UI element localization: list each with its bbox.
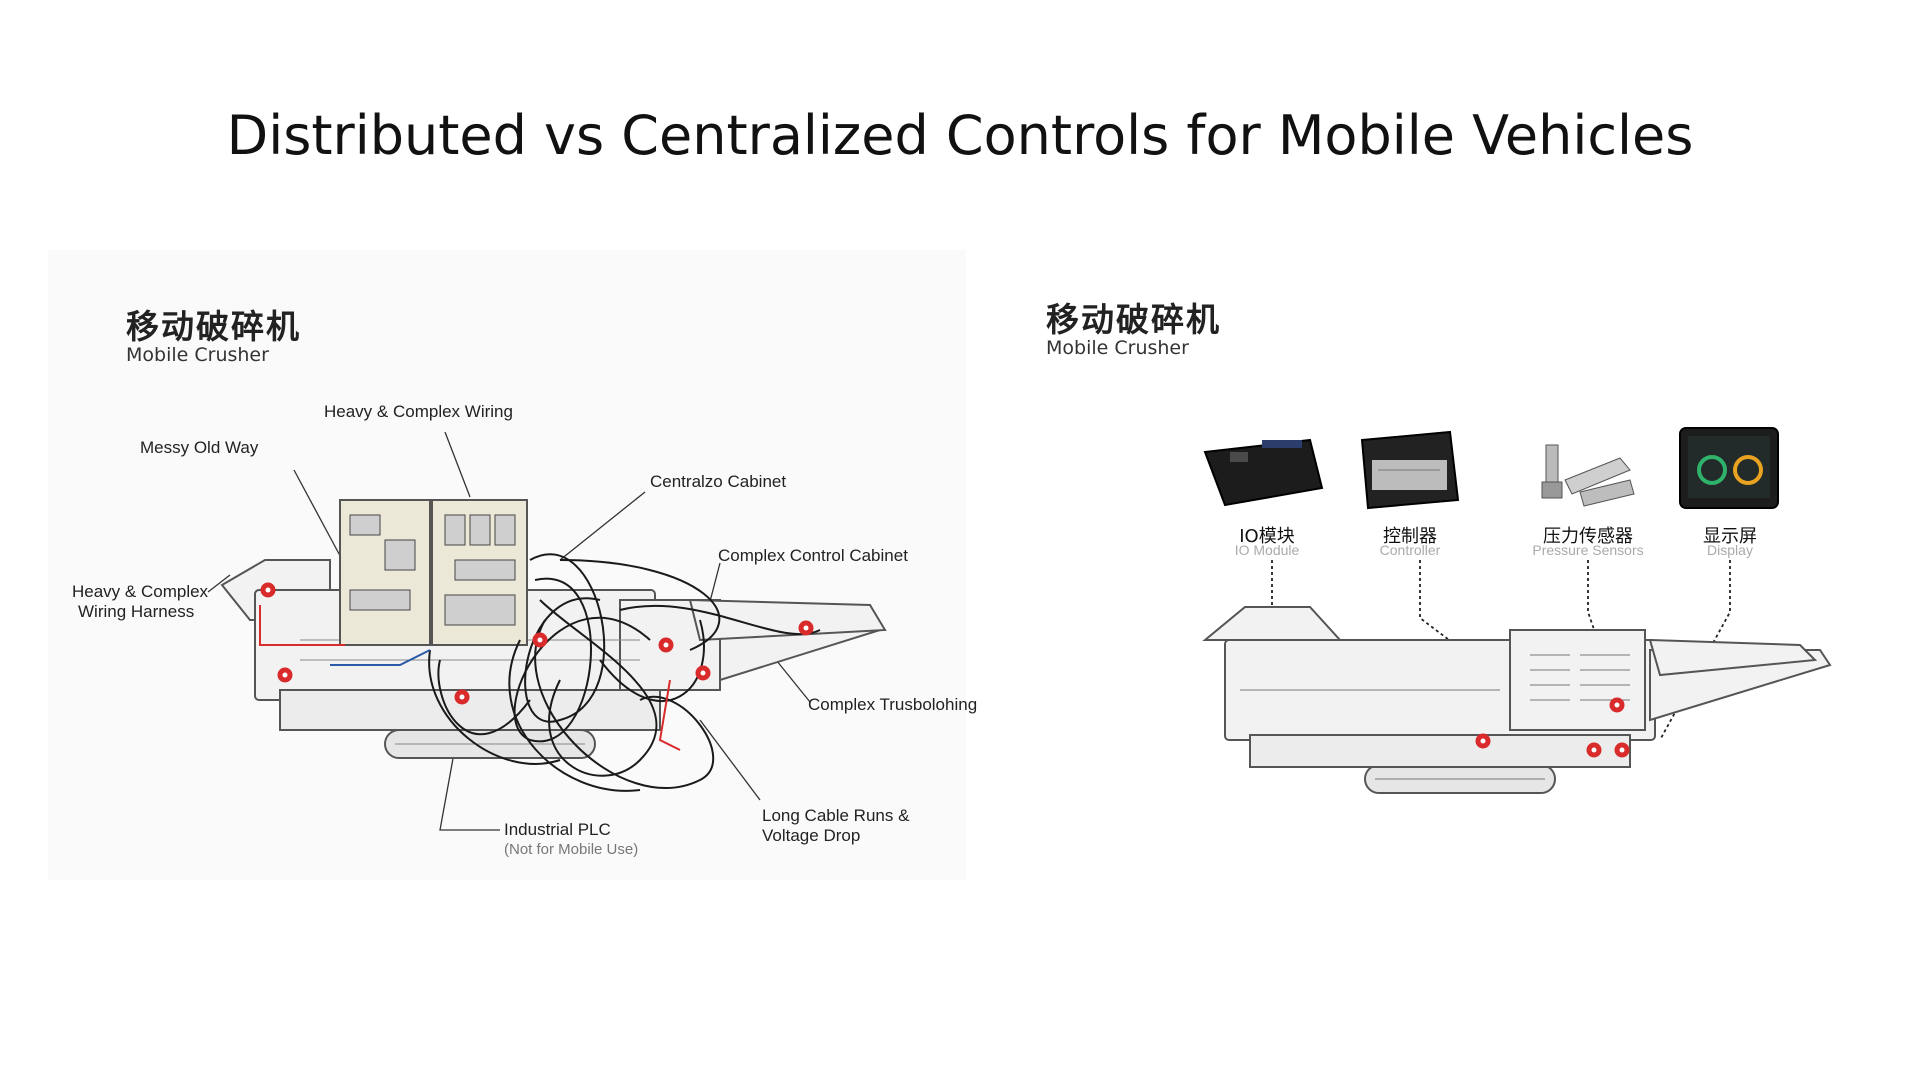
slide-title: Distributed vs Centralized Controls for …: [226, 104, 1694, 167]
label-industrial-plc: Industrial PLC (Not for Mobile Use): [504, 820, 638, 860]
component-io-module-cn: IO模块: [1239, 526, 1295, 547]
label-wiring-harness: Heavy & Complex Wiring Harness: [72, 582, 208, 622]
label-complex-trusbolohing: Complex Trusbolohing: [808, 695, 978, 714]
controller-icon: [1360, 430, 1460, 510]
component-pressure-sensors-cn: 压力传感器: [1543, 526, 1633, 547]
component-controller-cn: 控制器: [1383, 526, 1437, 547]
label-long-cable-runs: Long Cable Runs & Voltage Drop: [762, 806, 909, 846]
left-en-title: Mobile Crusher: [126, 344, 269, 366]
label-centralzo-cabinet: Centralzo Cabinet: [650, 472, 787, 491]
label-plc-main: Industrial PLC: [504, 820, 611, 839]
right-en-title: Mobile Crusher: [1046, 337, 1189, 359]
component-io-module-en: IO Module: [1234, 542, 1300, 558]
label-cable-line2: Voltage Drop: [762, 826, 861, 845]
component-pressure-sensors-en: Pressure Sensors: [1532, 542, 1644, 558]
label-cable-line1: Long Cable Runs &: [762, 806, 910, 825]
right-cn-title: 移动破碎机: [1046, 300, 1221, 339]
label-wiring-harness-line2: Wiring Harness: [78, 602, 195, 621]
component-controller-en: Controller: [1379, 542, 1441, 558]
component-display-cn: 显示屏: [1703, 526, 1757, 547]
label-messy-old-way: Messy Old Way: [140, 438, 259, 457]
left-cn-title: 移动破碎机: [126, 307, 301, 346]
label-wiring-harness-line1: Heavy & Complex: [72, 582, 209, 601]
display-icon: [1679, 427, 1779, 509]
label-plc-sub: (Not for Mobile Use): [504, 841, 639, 858]
label-complex-control-cabinet: Complex Control Cabinet: [718, 546, 908, 565]
io-module-icon: [1203, 438, 1324, 507]
label-heavy-wiring: Heavy & Complex Wiring: [324, 402, 513, 421]
component-display-en: Display: [1707, 542, 1753, 558]
pressure-sensor-icon: [1541, 444, 1635, 507]
